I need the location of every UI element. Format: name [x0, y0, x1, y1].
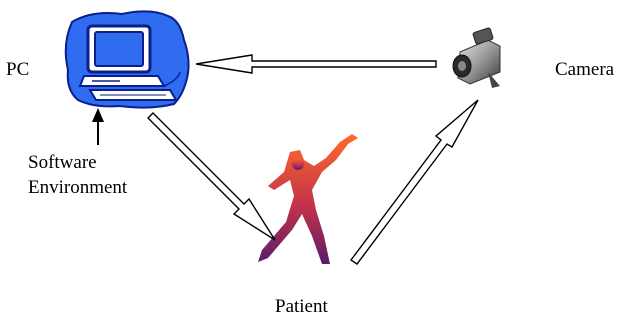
dancing-figure-icon [258, 134, 358, 264]
computer-icon [66, 11, 189, 107]
video-camera-icon [453, 28, 500, 88]
camera-label: Camera [555, 59, 615, 80]
pc-label: PC [6, 59, 29, 80]
software-label-line1: Software [28, 152, 97, 173]
arrow-patient-to-camera [351, 100, 478, 264]
arrow-camera-to-pc [196, 55, 436, 73]
patient-label: Patient [275, 296, 328, 317]
arrow-pc-to-patient [148, 113, 275, 240]
software-label-line2: Environment [28, 177, 128, 198]
arrow-software-to-pc [92, 108, 104, 145]
